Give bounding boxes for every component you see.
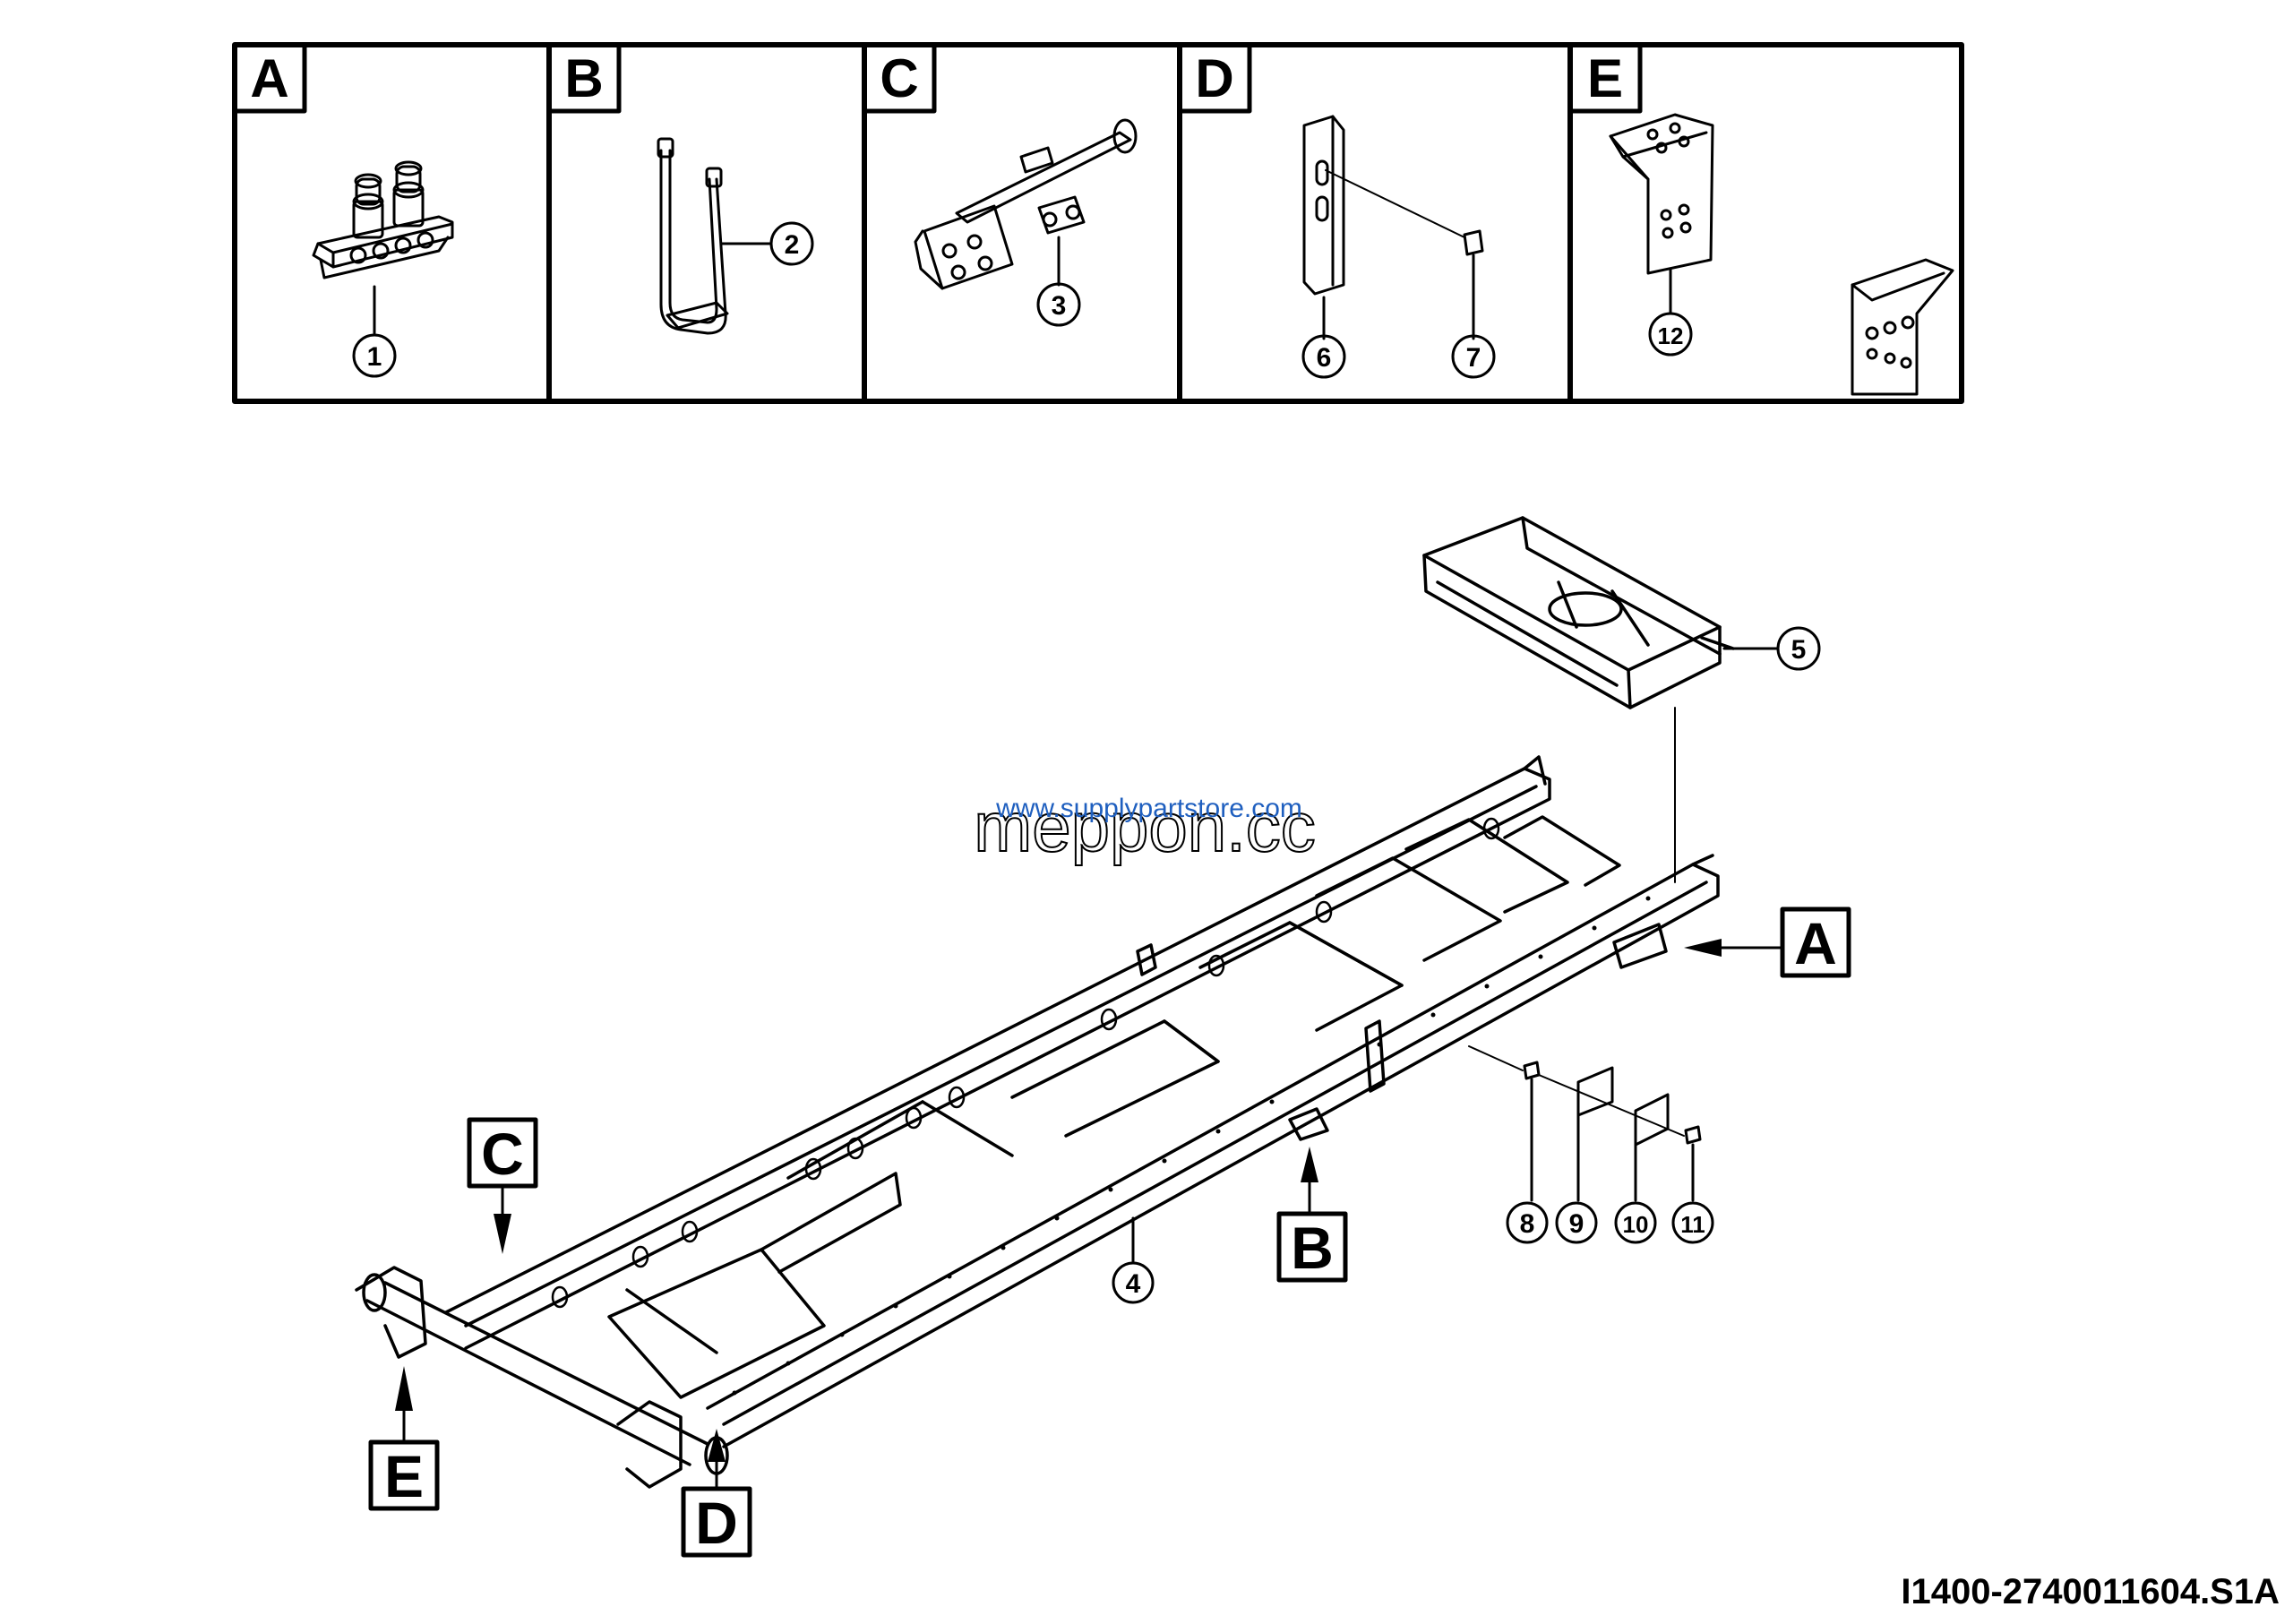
callout-1-label: 1 bbox=[367, 342, 382, 372]
panel-e-label: E bbox=[1587, 48, 1623, 108]
callout-2-label: 2 bbox=[785, 230, 800, 260]
panel-c-label: C bbox=[880, 48, 918, 108]
part-12-brackets-drawing bbox=[1609, 113, 1954, 396]
drawing-id: I1400-2740011604.S1A bbox=[1901, 1572, 2280, 1611]
part-1-bracket-drawing bbox=[312, 160, 454, 335]
callout-8-circle bbox=[1506, 1201, 1549, 1244]
callout-2-circle bbox=[769, 221, 814, 266]
callout-3-label: 3 bbox=[1052, 291, 1067, 321]
panel-a-label: A bbox=[250, 48, 288, 108]
callout-5-circle bbox=[1776, 626, 1821, 671]
watermark-supplypartstore: www.supplypartstore.com bbox=[995, 794, 1302, 823]
callout-10-circle bbox=[1614, 1201, 1657, 1244]
watermark-meppon: meppon.cc bbox=[974, 787, 1316, 866]
view-label-d: D bbox=[695, 1490, 738, 1556]
callout-4-label: 4 bbox=[1126, 1269, 1141, 1299]
callout-1-circle bbox=[352, 333, 397, 378]
callout-10-label: 10 bbox=[1623, 1211, 1649, 1238]
callout-9-circle bbox=[1555, 1201, 1598, 1244]
callout-12-label: 12 bbox=[1658, 322, 1684, 349]
view-label-c: C bbox=[481, 1121, 524, 1187]
callout-7-circle bbox=[1451, 334, 1496, 379]
callout-7-label: 7 bbox=[1466, 343, 1481, 373]
callout-6-circle bbox=[1301, 334, 1346, 379]
hardware-8-11-drawing bbox=[1468, 1045, 1702, 1202]
view-label-a: A bbox=[1794, 910, 1837, 976]
view-label-pointers bbox=[368, 907, 1851, 1558]
part-7-bolt-drawing bbox=[1463, 229, 1484, 340]
callout-4-circle bbox=[1112, 1261, 1155, 1304]
part-2-u-bolt-drawing bbox=[657, 137, 772, 335]
part-5-fifth-wheel-plate-drawing bbox=[1422, 516, 1735, 883]
chassis-frame-drawing bbox=[355, 755, 1720, 1489]
panel-b-label: B bbox=[564, 48, 603, 108]
callout-11-circle bbox=[1671, 1201, 1714, 1244]
callout-8-label: 8 bbox=[1520, 1209, 1535, 1239]
callout-3-circle bbox=[1036, 282, 1081, 327]
part-3-bar-bracket-drawing bbox=[914, 118, 1138, 290]
detail-panels bbox=[232, 42, 1964, 404]
callout-5-label: 5 bbox=[1791, 635, 1807, 665]
callout-9-label: 9 bbox=[1569, 1209, 1584, 1239]
view-label-e: E bbox=[384, 1443, 424, 1509]
callout-11-label: 11 bbox=[1680, 1211, 1705, 1238]
view-label-b: B bbox=[1291, 1215, 1334, 1281]
part-6-plate-drawing bbox=[1302, 115, 1465, 340]
panel-d-label: D bbox=[1195, 48, 1233, 108]
callout-12-circle bbox=[1648, 312, 1693, 357]
callout-6-label: 6 bbox=[1317, 343, 1332, 373]
